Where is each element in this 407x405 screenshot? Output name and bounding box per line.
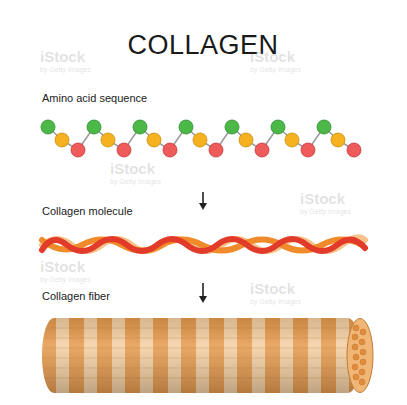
watermark: iStock: [40, 48, 85, 65]
stage-label: Collagen fiber: [42, 290, 110, 302]
stage-label: Amino acid sequence: [42, 92, 147, 104]
watermark: by Getty Images: [250, 66, 301, 73]
watermark: by Getty Images: [110, 178, 161, 185]
watermark: iStock: [250, 280, 295, 297]
triple-helix: [42, 237, 365, 251]
stage-label: Collagen molecule: [42, 205, 133, 217]
watermark: iStock: [40, 258, 85, 275]
watermark: iStock: [300, 190, 345, 207]
watermark: by Getty Images: [40, 66, 91, 73]
watermark: by Getty Images: [250, 298, 301, 305]
amino-acid-beads: [41, 120, 361, 157]
watermark: by Getty Images: [300, 208, 351, 215]
watermark: by Getty Images: [40, 276, 91, 283]
watermark: iStock: [250, 48, 295, 65]
collagen-fiber: [42, 318, 373, 393]
watermark: iStock: [110, 160, 155, 177]
